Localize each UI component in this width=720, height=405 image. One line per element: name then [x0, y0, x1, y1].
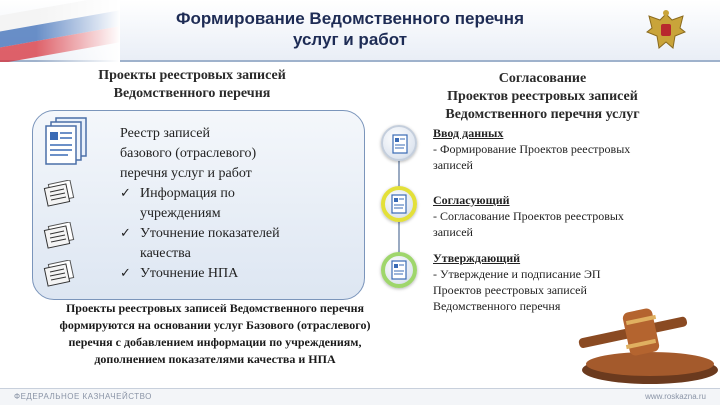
- step-node-input: [381, 125, 417, 161]
- check-item-label: качества: [140, 246, 191, 261]
- step-desc: - Утверждение и подписание ЭП: [433, 267, 601, 281]
- left-heading: Проекты реестровых записей Ведомственног…: [62, 67, 322, 103]
- summary-text: Проекты реестровых записей Ведомственног…: [30, 300, 400, 368]
- step-node-approve: [381, 186, 417, 222]
- step-desc: Проектов реестровых записей: [433, 283, 587, 297]
- footer-org: ФЕДЕРАЛЬНОЕ КАЗНАЧЕЙСТВО: [14, 392, 152, 401]
- step-role: Согласующий: [433, 193, 510, 207]
- step-desc: - Согласование Проектов реестровых: [433, 209, 624, 223]
- step-approve: Согласующий - Согласование Проектов реес…: [433, 192, 673, 240]
- title-line-2: услуг и работ: [292, 30, 408, 49]
- document-icon: [391, 260, 407, 280]
- left-heading-line-1: Проекты реестровых записей: [98, 68, 286, 83]
- document-stack-icon: [45, 117, 87, 165]
- footer-bar: ФЕДЕРАЛЬНОЕ КАЗНАЧЕЙСТВО www.roskazna.ru: [0, 388, 720, 405]
- step-role: Ввод данных: [433, 126, 504, 140]
- check-item-label: Уточнение показателей: [140, 226, 280, 241]
- document-icon: [391, 194, 407, 214]
- eagle-emblem-icon: [646, 10, 686, 49]
- panel-line-3: перечня услуг и работ: [120, 166, 252, 181]
- summary-line: перечня с добавлением информации по учре…: [68, 335, 362, 349]
- document-icon: [392, 134, 408, 154]
- check-item-quality: Уточнение показателей качества: [120, 224, 340, 264]
- step-role: Утверждающий: [433, 251, 521, 265]
- document-list-icon: [43, 260, 75, 287]
- right-heading-line-1: Согласование: [498, 71, 587, 86]
- step-desc: записей: [433, 225, 473, 239]
- step-node-confirm: [381, 252, 417, 288]
- panel-line-1: Реестр записей: [120, 126, 211, 141]
- right-heading: Согласование Проектов реестровых записей…: [420, 70, 665, 124]
- header-bar: Формирование Ведомственного перечня услу…: [0, 0, 720, 62]
- title-line-1: Формирование Ведомственного перечня: [175, 9, 524, 28]
- summary-line: формируются на основании услуг Базового …: [59, 318, 371, 332]
- flag-graphic: [0, 0, 120, 62]
- panel-text: Реестр записей базового (отраслевого) пе…: [120, 124, 340, 284]
- check-item-info: Информация по учреждениям: [120, 184, 340, 224]
- summary-line: Проекты реестровых записей Ведомственног…: [65, 301, 365, 315]
- step-input: Ввод данных - Формирование Проектов реес…: [433, 125, 673, 173]
- check-item-label: учреждениям: [140, 206, 221, 221]
- footer-link[interactable]: www.roskazna.ru: [645, 392, 706, 401]
- step-desc: - Формирование Проектов реестровых: [433, 142, 631, 156]
- step-confirm: Утверждающий - Утверждение и подписание …: [433, 250, 673, 314]
- check-item-label: Уточнение НПА: [140, 266, 239, 281]
- panel-line-2: базового (отраслевого): [120, 146, 257, 161]
- right-heading-line-2: Проектов реестровых записей: [447, 89, 638, 104]
- step-desc: записей: [433, 158, 473, 172]
- step-desc: Ведомственного перечня: [433, 299, 561, 313]
- right-heading-line-3: Ведомственного перечня услуг: [445, 107, 640, 122]
- gavel-icon: [578, 308, 718, 384]
- page-title: Формирование Ведомственного перечня услу…: [120, 8, 580, 50]
- document-list-icon: [43, 222, 75, 249]
- summary-line: дополнением показателями качества и НПА: [94, 352, 336, 366]
- document-list-icon: [43, 180, 75, 207]
- left-heading-line-2: Ведомственного перечня: [113, 86, 271, 101]
- check-item-label: Информация по: [140, 186, 235, 201]
- check-item-npa: Уточнение НПА: [120, 264, 340, 284]
